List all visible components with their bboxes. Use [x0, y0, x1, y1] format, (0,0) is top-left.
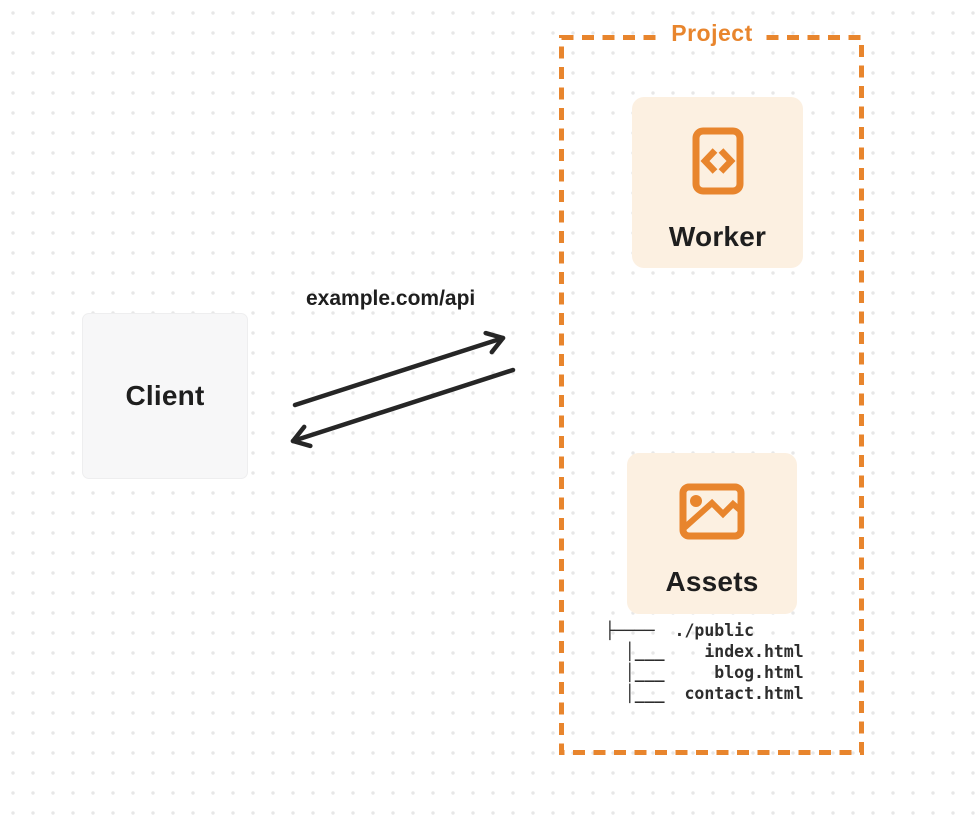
- assets-label: Assets: [665, 566, 759, 597]
- tree-line-index: │___ index.html: [605, 642, 804, 661]
- request-arrow: [292, 330, 506, 408]
- project-label: Project: [662, 20, 762, 47]
- tree-line-contact: │___ contact.html: [605, 684, 804, 703]
- tree-line-public: ├──── ./public: [605, 621, 755, 640]
- worker-label: Worker: [668, 221, 767, 252]
- assets-file-tree: ├──── ./public │___ index.html │___ blog…: [605, 620, 804, 704]
- response-arrow: [290, 367, 516, 449]
- worker-node: Worker: [632, 97, 803, 268]
- image-icon: [679, 483, 745, 540]
- client-label: Client: [125, 380, 205, 411]
- code-file-icon: [692, 127, 744, 195]
- client-node: Client: [82, 313, 248, 479]
- api-request-label: example.com/api: [306, 287, 476, 310]
- assets-node: Assets: [627, 453, 797, 614]
- tree-line-blog: │___ blog.html: [605, 663, 804, 682]
